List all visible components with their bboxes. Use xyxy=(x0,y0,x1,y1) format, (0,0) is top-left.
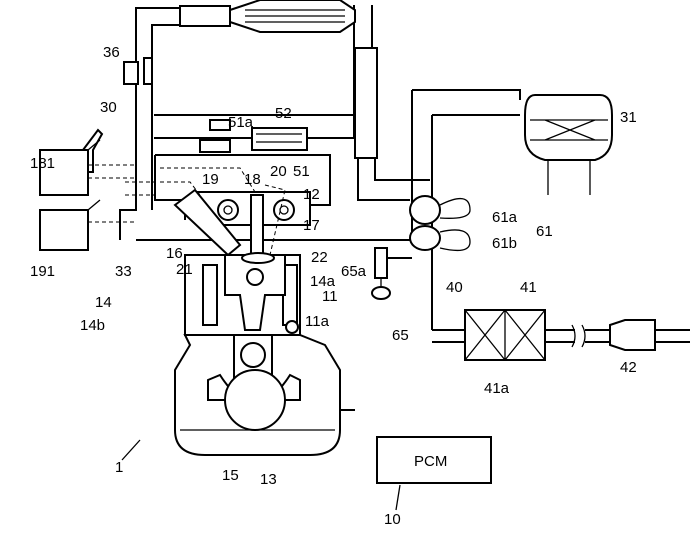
label-15: 15 xyxy=(222,467,239,484)
label-16: 16 xyxy=(166,245,183,262)
label-22: 22 xyxy=(311,249,328,266)
label-12: 12 xyxy=(303,186,320,203)
label-61b: 61b xyxy=(492,235,517,252)
label-33: 33 xyxy=(115,263,132,280)
label-31: 31 xyxy=(620,109,637,126)
label-41a: 41a xyxy=(484,380,510,397)
label-20: 20 xyxy=(270,163,287,180)
pcm-box xyxy=(376,436,492,511)
label-42: 42 xyxy=(620,359,637,376)
label-11: 11 xyxy=(322,288,338,305)
label-10: 10 xyxy=(384,511,401,528)
label-65a: 65a xyxy=(341,263,367,280)
label-61: 61 xyxy=(536,223,553,240)
intercooler xyxy=(179,0,356,33)
label-65: 65 xyxy=(392,327,409,344)
throttle-valve xyxy=(123,57,153,85)
leader-1 xyxy=(121,439,141,461)
label-17: 17 xyxy=(303,217,320,234)
label-181: 181 xyxy=(30,155,55,172)
label-36: 36 xyxy=(103,44,120,61)
label-14b: 14b xyxy=(80,317,105,334)
fuel-tank-31 xyxy=(524,94,613,195)
label-51: 51 xyxy=(293,163,310,180)
label-61a: 61a xyxy=(492,209,518,226)
label-19: 19 xyxy=(202,171,219,188)
label-11a: 11a xyxy=(305,313,330,330)
label-41: 41 xyxy=(520,279,537,296)
canisters xyxy=(39,128,136,251)
cylinder-head xyxy=(125,119,331,257)
engine-block xyxy=(174,252,355,456)
label-51a: 51a xyxy=(228,114,254,131)
label-14a: 14a xyxy=(310,273,336,290)
label-21: 21 xyxy=(176,261,193,278)
label-18: 18 xyxy=(244,171,261,188)
pcm-label: PCM xyxy=(414,453,447,470)
label-52: 52 xyxy=(275,105,292,122)
label-13: 13 xyxy=(260,471,277,488)
label-14: 14 xyxy=(95,294,112,311)
egr-valve-65 xyxy=(371,247,391,300)
turbocharger xyxy=(409,195,471,252)
exhaust-system xyxy=(432,309,690,361)
label-40: 40 xyxy=(446,279,463,296)
label-191: 191 xyxy=(30,263,55,280)
label-1: 1 xyxy=(115,459,123,476)
label-30: 30 xyxy=(100,99,117,116)
